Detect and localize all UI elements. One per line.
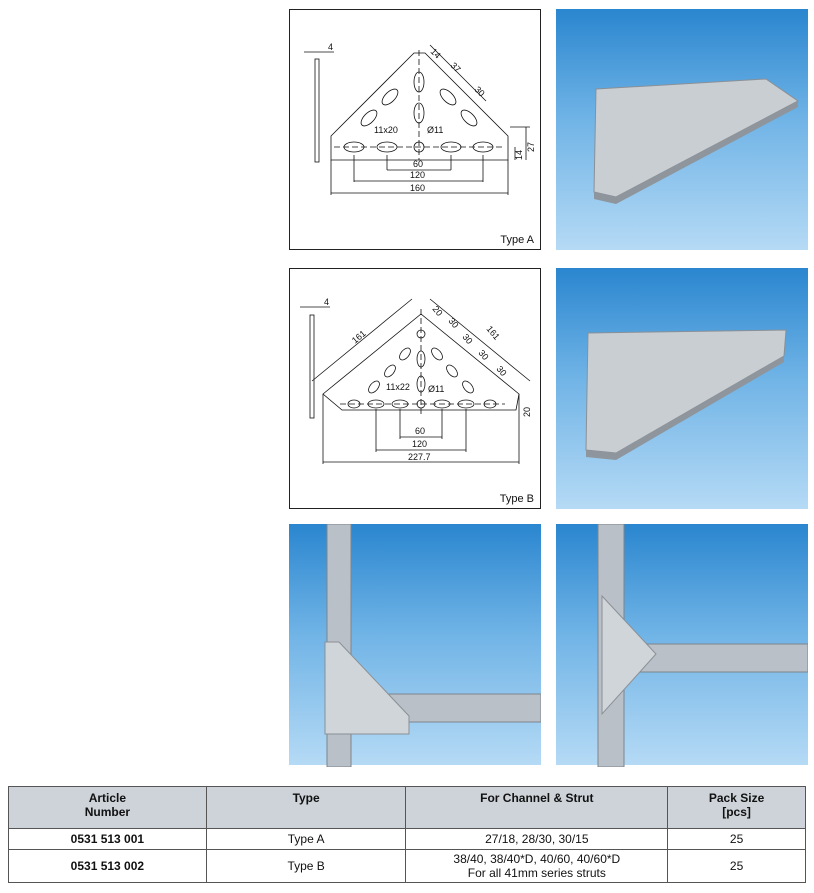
dim-hole: Ø11	[427, 125, 443, 135]
dim-label: 30	[460, 332, 474, 346]
article-number: 0531 513 002	[8, 849, 207, 883]
technical-drawing-type-b: 4 161 20 30 30 161 30 30 11x22 Ø11 60 12…	[289, 268, 541, 509]
table-row: 0531 513 002 Type B 38/40, 38/40*D, 40/6…	[8, 849, 806, 883]
pack-size: 25	[667, 849, 806, 883]
installation-photo-type-a	[289, 524, 541, 767]
dim-label: 161	[484, 324, 501, 342]
article-number: 0531 513 001	[8, 828, 207, 850]
dim-label: 37	[449, 60, 463, 74]
dim-hole: Ø11	[428, 384, 444, 394]
dim-label: 227.7	[408, 452, 431, 462]
installation-photo-type-b	[556, 524, 808, 767]
product-photo-type-b	[556, 268, 808, 509]
dim-label: 30	[476, 348, 490, 362]
pack-size: 25	[667, 828, 806, 850]
header-channel: For Channel & Strut	[405, 786, 669, 829]
header-pack-size: Pack Size[pcs]	[667, 786, 806, 829]
type: Type A	[205, 828, 407, 850]
dim-label: 30	[473, 84, 487, 98]
drawing-label: Type A	[500, 234, 534, 246]
dim-label: 120	[412, 439, 427, 449]
dim-slot: 11x22	[386, 382, 410, 392]
header-type: Type	[205, 786, 407, 829]
dim-thickness: 4	[328, 42, 333, 52]
channel: 27/18, 28/30, 30/15	[405, 828, 669, 850]
dim-label: 161	[350, 328, 368, 345]
dim-label: 60	[413, 159, 423, 169]
dim-thickness: 4	[324, 297, 329, 307]
technical-drawing-type-a: 4 14 37 30 11x20 Ø11 60 120 160 14 27 Ty…	[289, 9, 541, 250]
dim-label: 60	[415, 426, 425, 436]
dim-label: 14	[514, 150, 524, 160]
dim-label: 30	[446, 316, 460, 330]
dim-label: 27	[526, 142, 536, 152]
dim-label: 120	[410, 170, 425, 180]
type: Type B	[205, 849, 407, 883]
table-row: 0531 513 001 Type A 27/18, 28/30, 30/15 …	[8, 828, 806, 850]
dim-slot: 11x20	[374, 125, 398, 135]
dim-label: 30	[494, 364, 508, 378]
dim-label: 20	[522, 407, 532, 417]
dim-label: 160	[410, 183, 425, 193]
drawing-label: Type B	[499, 493, 534, 505]
dim-label: 20	[430, 304, 444, 318]
product-photo-type-a	[556, 9, 808, 250]
